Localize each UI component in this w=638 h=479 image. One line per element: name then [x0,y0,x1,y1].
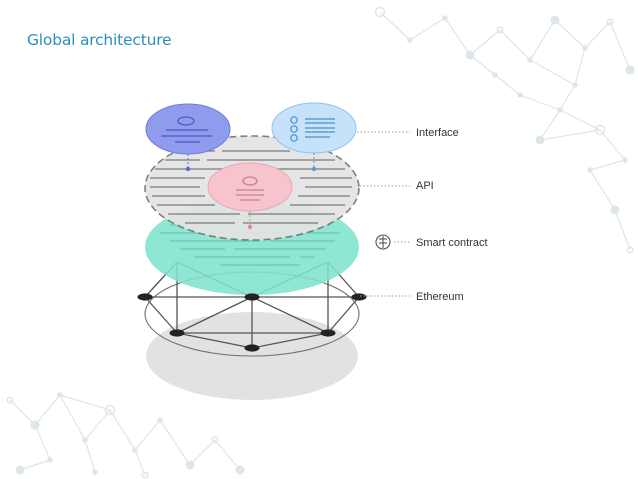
decor-edge [379,11,411,41]
decor-edge [499,29,531,61]
decor-node [572,82,578,88]
leader-lines [357,131,410,297]
decor-node [587,167,593,173]
decor-edge [59,394,111,411]
decor-node [185,460,195,470]
interface-layer [145,102,357,172]
network-node [244,344,260,352]
decor-edge [589,169,616,211]
decor-edge [84,409,111,441]
decor-edge [589,159,626,171]
decor-edge [529,19,556,61]
decor-node [465,50,475,60]
decor-edge [559,84,576,111]
decor-node [527,57,533,63]
api-layer [144,135,360,241]
decor-node [557,107,563,113]
label-interface: Interface [416,127,459,139]
decor-node [535,135,545,145]
decor-node [374,6,386,18]
decor-node [30,420,40,430]
decor-node [132,447,138,453]
decor-node [235,465,245,475]
decor-edge [539,129,601,141]
decor-edge [494,74,521,96]
decor-edge [539,109,561,141]
decor-edge [159,419,191,466]
decor-edge [214,439,241,471]
contract-icon [375,234,391,250]
decor-edge [109,409,136,451]
decor-edge [34,394,61,426]
decor-edge [34,424,51,461]
decor-node [625,65,635,75]
decor-node [550,15,560,25]
interface-left-bubble [145,103,231,155]
decor-node [57,392,63,398]
decor-edge [614,209,631,251]
decor-node [626,246,634,254]
decor-node [610,205,620,215]
network-node [320,329,336,337]
decor-edge [559,109,601,131]
decor-node [15,465,25,475]
ethereum-nodes [137,293,367,352]
label-smart-contract: Smart contract [416,237,488,249]
decor-edge [9,399,36,426]
decor-node [517,92,523,98]
decor-edge [519,94,561,111]
decor-node [582,45,588,51]
decor-node [496,26,504,34]
decor-node [104,404,116,416]
decor-edge [189,439,216,466]
decor-edge [469,54,496,76]
api-core [207,162,293,212]
decor-node [622,157,628,163]
network-node [351,293,367,301]
decor-edge [444,17,471,56]
decor-edge [134,449,146,476]
label-api: API [416,180,434,192]
decor-node [407,37,413,43]
decor-edge [19,459,51,471]
decor-edge [59,394,86,441]
decor-node [442,15,448,21]
decor-edge [84,439,96,473]
decor-edge [469,29,501,56]
decor-edge [574,47,586,86]
decor-edge [529,59,576,86]
decor-node [492,72,498,78]
decor-edge [409,17,446,41]
decor-edge [134,419,161,451]
decor-node [47,457,53,463]
network-node [244,293,260,301]
decor-node [606,18,614,26]
decor-edge [609,21,631,71]
decor-edge [599,129,626,161]
page-title: Global architecture [27,31,172,49]
network-node [137,293,153,301]
decor-edge [554,19,586,49]
label-ethereum: Ethereum [416,291,464,303]
decor-node [82,437,88,443]
decor-node [157,417,163,423]
decor-node [141,471,149,479]
decor-node [594,124,606,136]
network-node [169,329,185,337]
decor-edge [584,21,611,49]
decor-node [92,469,98,475]
decor-node [6,396,14,404]
decor-node [211,436,219,444]
